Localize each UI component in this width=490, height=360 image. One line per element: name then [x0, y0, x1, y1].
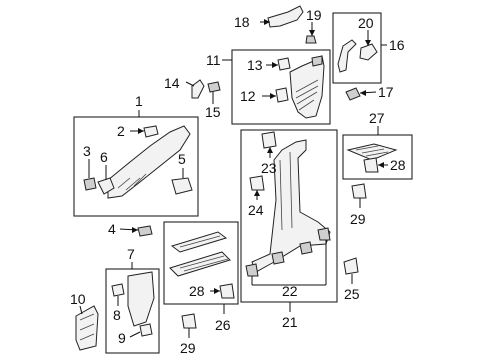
leader-9 — [129, 331, 141, 338]
clip-part-8 — [111, 283, 125, 297]
callout-2: 2 — [117, 123, 125, 139]
callout-5: 5 — [178, 151, 186, 167]
pillar-trim-22-edge — [279, 151, 293, 231]
callout-9: 9 — [118, 330, 126, 346]
callout-20: 20 — [358, 15, 374, 31]
arrow-2 — [138, 128, 144, 134]
arrow-24 — [254, 190, 260, 196]
callout-26: 26 — [215, 317, 231, 333]
group-box-11 — [231, 49, 331, 125]
bracket-part-18 — [267, 5, 304, 28]
callout-8: 8 — [113, 307, 121, 323]
clip-part-29-lower — [181, 313, 197, 329]
callout-25: 25 — [344, 286, 360, 302]
screw-part-17 — [345, 87, 361, 101]
leader-10 — [79, 305, 83, 315]
clip-part-22a — [245, 263, 259, 277]
arrow-28-lower — [214, 288, 220, 294]
callout-3: 3 — [83, 143, 91, 159]
handle-part-20 — [337, 39, 357, 73]
callout-21: 21 — [282, 314, 298, 330]
handle-clip-part-20 — [359, 43, 378, 61]
arrow-19 — [309, 30, 315, 36]
scuff-plate-27-ribs — [355, 145, 389, 157]
callout-23: 23 — [261, 160, 277, 176]
sill-plate-upper-ribs — [179, 235, 221, 248]
callout-14: 14 — [164, 75, 180, 91]
cap-part-5 — [171, 177, 193, 195]
callout-10: 10 — [70, 291, 86, 307]
callout-22: 22 — [282, 283, 298, 299]
arrow-17 — [360, 90, 366, 96]
clip-part-28-upper — [363, 157, 379, 173]
pillar-trim-part-11 — [289, 55, 325, 119]
arrow-20 — [365, 40, 371, 46]
leader-14 — [185, 81, 195, 87]
pillar-trim-ribs — [295, 79, 319, 111]
callout-7: 7 — [127, 246, 135, 262]
group-box-21 — [240, 129, 338, 303]
pillar-trim-1-ribs — [117, 173, 147, 191]
group-box-26 — [163, 221, 239, 305]
callout-27: 27 — [369, 110, 385, 126]
panel-10-ribs — [79, 313, 95, 341]
callout-13: 13 — [247, 57, 263, 73]
callout-24: 24 — [248, 202, 264, 218]
clip-part-22c — [299, 241, 313, 255]
clip-part-25 — [343, 257, 359, 275]
callout-12: 12 — [240, 88, 256, 104]
clip-part-19 — [305, 35, 317, 44]
pillar-trim-part-1 — [107, 125, 191, 199]
scuff-plate-part-27 — [346, 143, 398, 161]
callout-4: 4 — [108, 221, 116, 237]
clip-part-22b — [271, 251, 285, 265]
callout-18: 18 — [234, 14, 250, 30]
arrow-13 — [272, 62, 278, 68]
clip-part-2 — [143, 125, 159, 138]
callout-6: 6 — [100, 149, 108, 165]
clip-part-28-lower — [219, 283, 235, 299]
callout-16: 16 — [389, 37, 405, 53]
pillar-trim-part-22 — [251, 139, 331, 273]
callout-1: 1 — [135, 93, 143, 109]
callout-11: 11 — [206, 52, 221, 68]
callout-28-upper: 28 — [390, 157, 406, 173]
arrow-12 — [270, 93, 276, 99]
clip-part-11b — [311, 55, 323, 67]
callout-28-lower: 28 — [189, 283, 205, 299]
clip-part-23 — [261, 131, 277, 149]
clip-part-13 — [277, 57, 291, 71]
trim-panel-part-7 — [127, 271, 155, 327]
arrow-28-upper — [378, 162, 384, 168]
callout-19: 19 — [306, 7, 322, 23]
clip-part-22d — [317, 227, 331, 241]
panel-part-10 — [75, 305, 99, 351]
screw-part-4 — [137, 225, 153, 237]
group-box-16 — [332, 12, 382, 84]
sill-plate-lower-ribs — [179, 255, 229, 272]
arrow-4 — [132, 227, 138, 233]
arrow-23 — [267, 147, 273, 153]
clip-part-29-upper — [351, 183, 367, 199]
callout-17: 17 — [378, 84, 394, 100]
arrow-18 — [264, 19, 270, 25]
clip-part-12 — [275, 87, 289, 103]
callout-15: 15 — [205, 104, 221, 120]
clip-part-15 — [207, 81, 221, 93]
clip-part-9 — [139, 323, 153, 337]
callout-29-lower: 29 — [180, 340, 196, 356]
bracket-part-14 — [191, 79, 205, 99]
sill-plate-part-26-lower — [169, 251, 231, 277]
group-box-1 — [73, 116, 199, 217]
clip-part-24 — [249, 175, 265, 191]
screw-part-3 — [83, 177, 97, 191]
callout-29-upper: 29 — [350, 211, 366, 227]
